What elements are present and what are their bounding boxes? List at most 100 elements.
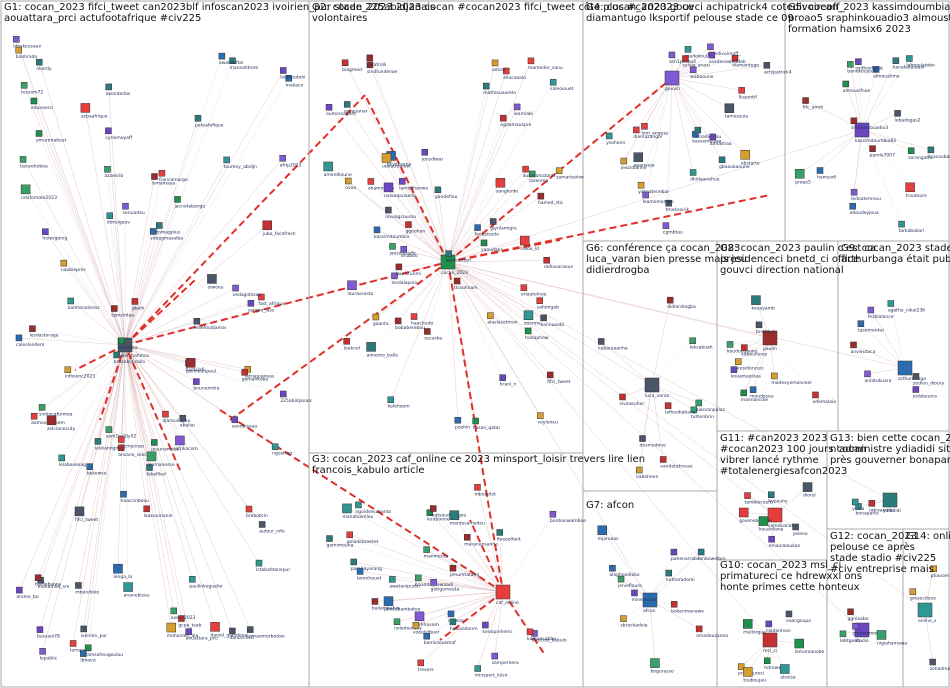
node-paulinkoguelor[interactable]: paulinkoguelor — [189, 576, 223, 589]
node-anvieutaca[interactable]: anvieutaca — [850, 341, 876, 355]
node-hdrewxxl[interactable]: hdrewxxl — [764, 657, 785, 671]
node-ilcacoubar[interactable]: ilcacoubar — [927, 146, 950, 160]
node-ramsaheugoulou[interactable]: ramsaheugoulou — [85, 644, 123, 658]
node-jonsdiwar[interactable]: jonsdiwar — [421, 149, 444, 162]
node-samebanaf[interactable]: samebanaf — [767, 507, 793, 529]
node-nigiahamawa[interactable]: nigiahamawa — [876, 630, 907, 646]
node-agathe_nikai236[interactable]: agathe_nikai236 — [887, 300, 925, 314]
node-koueyamb[interactable]: koueyamb — [751, 295, 775, 312]
node-ngostrag[interactable]: ngostrag — [271, 443, 292, 457]
node-ggniaabo[interactable]: ggniaabo — [847, 608, 869, 622]
node-ledefoudjamai[interactable]: ledefoudjamai — [193, 317, 226, 331]
node-eruauanar[interactable]: eruauanar — [343, 101, 368, 114]
node-ydiadidi[interactable]: ydiadidi — [882, 492, 901, 514]
node-bogurasso[interactable]: bogurasso — [650, 658, 674, 675]
node-fdc_amdi[interactable]: fdc_amdi — [802, 97, 823, 111]
node-biagmod[interactable]: biagmod — [341, 59, 362, 73]
node-kanakataleuer[interactable]: kanakataleuer — [892, 57, 925, 71]
node-hypouhy[interactable]: hypouhy — [767, 491, 788, 505]
node-manmenta[interactable]: manmenta — [423, 546, 449, 560]
node-proao5[interactable]: proao5 — [794, 169, 811, 185]
node-laakoumanie[interactable]: laakoumanie — [143, 505, 173, 519]
node-gresoemoo[interactable]: gresoemoo — [852, 623, 878, 636]
node-mathieuaurelo[interactable]: mathieuaurelo — [482, 82, 516, 96]
node-radiosaraoun[interactable]: radiosaraoun — [543, 256, 574, 270]
node-uuoatroinow[interactable]: uuoatroinow — [381, 153, 410, 169]
node-pahenarrabe[interactable]: pahenarrabe — [670, 548, 700, 562]
node-voyioneu[interactable]: voyioneu — [537, 412, 558, 426]
node-trautoure[interactable]: trautoure — [905, 182, 927, 199]
node-haaclouto[interactable]: haaclouto — [410, 313, 434, 327]
node-afrip2023[interactable]: afrip2023 — [279, 155, 302, 168]
node-ananebiseu[interactable]: ananebiseu — [123, 582, 150, 599]
node-edoudeyjoua[interactable]: edoudeyjoua — [849, 202, 879, 216]
node-goladebroetet[interactable]: goladebroetet — [346, 531, 379, 545]
node-cgmbtau[interactable]: cgmbtau — [662, 222, 683, 236]
node-mellorgue[interactable]: mellorgue — [742, 619, 766, 635]
node-ebstarte[interactable]: ebstarte — [740, 150, 760, 166]
node-bnunemdra[interactable]: bnunemdra — [193, 378, 220, 392]
node-haloe_kt[interactable]: haloe_kt — [520, 235, 540, 252]
node-almashaa[interactable]: almashaa — [709, 133, 732, 147]
node-fifci_tweet[interactable]: fifci_tweet — [546, 371, 571, 385]
node-kouaidiana[interactable]: kouaidiana — [758, 516, 784, 533]
node-yalba[interactable]: yalba — [851, 498, 865, 512]
node-lepublic[interactable]: lepublic — [39, 648, 58, 661]
node-ratroaoude[interactable]: ratroaoude — [868, 500, 894, 513]
node-tomaemorbodan[interactable]: tomaemorbodan — [246, 626, 285, 640]
node-sinhocqfurmoa[interactable]: sinhocqfurmoa — [38, 404, 73, 417]
node-msl_ci[interactable]: msl_ci — [762, 632, 778, 654]
node-apaneeja[interactable]: apaneeja — [633, 152, 655, 169]
node-gamimouna[interactable]: gamimouna — [326, 535, 354, 549]
node-edunoerci[interactable]: edunoerci — [30, 97, 53, 111]
node-presidenceci[interactable]: presidenceci — [735, 358, 764, 372]
node-minestoras[interactable]: minestoras — [631, 589, 657, 603]
node-kamrenolieroz[interactable]: kamrenolieroz — [67, 297, 101, 311]
node-zamartsohw[interactable]: zamartsohw — [555, 167, 584, 181]
node-danoclinsti[interactable]: danoclinsti — [229, 627, 254, 641]
node-ggnohan[interactable]: ggnohan — [405, 221, 425, 235]
node-diamantugo[interactable]: diamantugo — [731, 55, 759, 68]
node-bnetd_ci[interactable]: bnetd_ci — [755, 321, 775, 335]
node-roumanosse[interactable]: roumanosse — [146, 451, 175, 468]
node-voangoupo[interactable]: voangoupo — [785, 610, 811, 624]
node-iekkanngitvo[interactable]: iekkanngitvo — [94, 438, 124, 451]
node-mohonlen_ale[interactable]: mohonlen_ale — [166, 622, 199, 639]
node-ngoidsesaoanto[interactable]: ngoidsesaoanto — [355, 501, 391, 515]
node-ansane_ssocuty[interactable]: ansane_ssocuty — [117, 444, 154, 458]
node-madevyemonceer[interactable]: madevyemonceer — [771, 372, 812, 386]
node-jacnotabange[interactable]: jacnotabange — [173, 196, 205, 209]
node-oriaboo[interactable]: oriaboo — [400, 245, 418, 259]
node-zelcianocuty[interactable]: zelcianocuty — [46, 415, 76, 432]
node-infosenc2023[interactable]: infosenc2023 — [64, 366, 95, 380]
node-arome_bo[interactable]: arome_bo — [16, 586, 39, 600]
node-leamomambo[interactable]: leamomambo — [642, 191, 674, 205]
node-mboaolet[interactable]: mboaolet — [474, 484, 496, 497]
node-alsoisa[interactable]: alsoisa — [779, 664, 796, 681]
node-jaosoibrada[interactable]: jaosoibrada — [388, 243, 416, 256]
node-gbahi[interactable]: gbahi — [131, 298, 145, 311]
node-arthurbanga[interactable]: arthurbanga — [897, 360, 926, 382]
node-bamiolousmaf[interactable]: bamiolousmaf — [423, 632, 456, 646]
node-ymurnnaiteal[interactable]: ymurnnaiteal — [35, 130, 66, 143]
node-225abidjanais[interactable]: 225abidjanais — [280, 390, 313, 404]
node-hrani_n[interactable]: hrani_n — [499, 374, 517, 388]
node-trevers[interactable]: trevers — [417, 659, 435, 673]
node-didierdrogba[interactable]: didierdrogba — [666, 296, 696, 310]
node-awatanipudin[interactable]: awatanipudin — [389, 576, 420, 589]
node-naubieprec[interactable]: naubieprec — [60, 259, 87, 273]
node-edcmjeinso[interactable]: edcmjeinso — [118, 436, 144, 450]
node-zohaohuo[interactable]: zohaohuo — [929, 658, 950, 672]
node-awardedas[interactable]: awardedas — [105, 83, 131, 97]
node-lexiouotteri[interactable]: lexiouotteri — [445, 250, 472, 264]
node-wabaoune[interactable]: wabaoune — [689, 66, 714, 80]
node-kouamazelaa[interactable]: kouamazelaa — [730, 366, 761, 380]
node-lebadogas2[interactable]: lebadogas2 — [894, 110, 921, 123]
node-nuthoradomi[interactable]: nuthoradomi — [665, 569, 695, 583]
node-bonaparte[interactable]: bonaparte — [855, 503, 879, 516]
node-nalaoqouaanb[interactable]: nalaoqouaanb — [383, 182, 416, 199]
node-lbhavic[interactable]: lbhavic — [80, 650, 97, 664]
node-parinounpoul[interactable]: parinounpoul — [185, 358, 216, 374]
node-seriuadeu[interactable]: seriuadeu — [122, 202, 145, 216]
node-fsbafiled[interactable]: fsbafiled — [146, 464, 166, 478]
